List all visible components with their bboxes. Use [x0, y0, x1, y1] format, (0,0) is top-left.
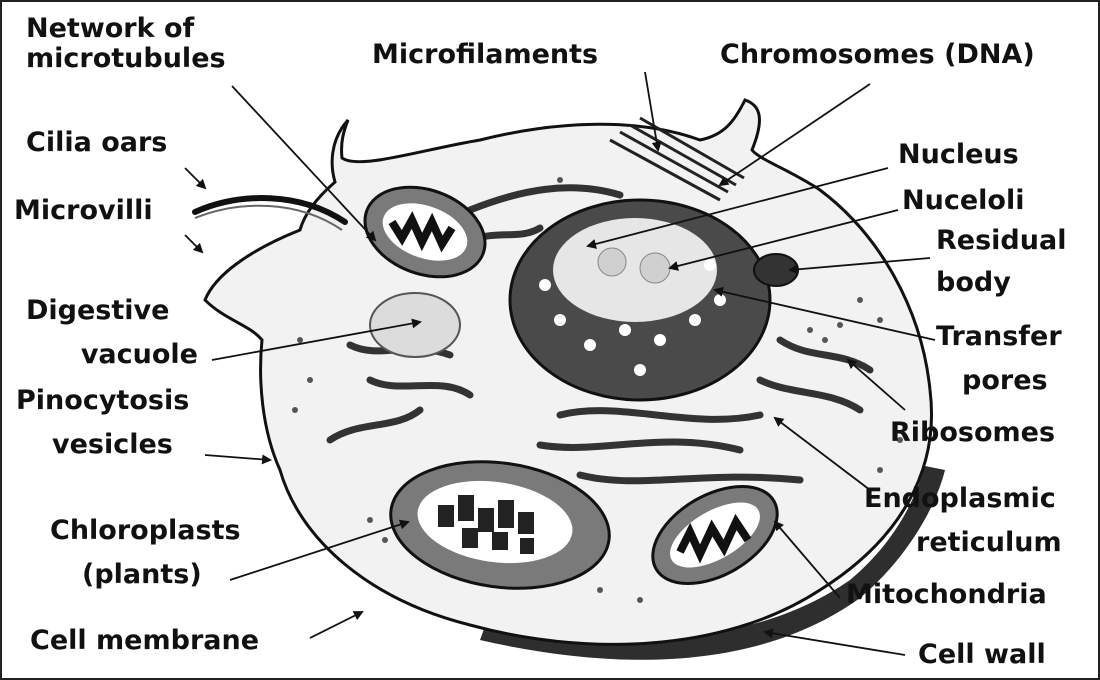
label-nucleoli: Nuceloli [902, 186, 1024, 216]
label-line: Chloroplasts [50, 516, 241, 546]
label-transfer-pores: Transfer pores [936, 322, 1062, 396]
label-network-of-microtubules: Network of microtubules [26, 14, 226, 74]
label-line: Endoplasmic [864, 484, 1062, 514]
label-cell-wall: Cell wall [918, 640, 1046, 670]
label-ribosomes: Ribosomes [890, 418, 1055, 448]
label-digestive-vacuole: Digestive vacuole [26, 296, 198, 370]
label-line: vacuole [26, 340, 198, 370]
label-line: Pinocytosis [16, 386, 189, 416]
label-line: microtubules [26, 44, 226, 74]
label-microvilli: Microvilli [14, 196, 153, 226]
label-line: (plants) [82, 560, 241, 590]
label-cell-membrane: Cell membrane [30, 626, 259, 656]
label-cilia-oars: Cilia oars [26, 128, 167, 158]
digestive-vacuole-shape [370, 293, 460, 357]
label-chloroplasts: Chloroplasts (plants) [50, 516, 241, 590]
label-chromosomes: Chromosomes (DNA) [720, 40, 1035, 70]
label-line: reticulum [916, 528, 1062, 558]
label-endoplasmic-reticulum: Endoplasmic reticulum [864, 484, 1062, 558]
label-line: Transfer [936, 322, 1062, 352]
label-nucleus: Nucleus [898, 140, 1019, 170]
label-line: Digestive [26, 296, 198, 326]
label-line: vesicles [52, 430, 189, 460]
label-line: Residual [936, 226, 1066, 256]
nucleus-shape [510, 200, 770, 400]
label-microfilaments: Microfilaments [372, 40, 598, 70]
label-residual-body: Residual body [936, 226, 1066, 298]
label-mitochondria: Mitochondria [846, 580, 1047, 610]
label-line: pores [962, 366, 1062, 396]
label-line: Network of [26, 14, 226, 44]
label-pinocytosis-vesicles: Pinocytosis vesicles [16, 386, 189, 460]
label-line: body [936, 268, 1066, 298]
